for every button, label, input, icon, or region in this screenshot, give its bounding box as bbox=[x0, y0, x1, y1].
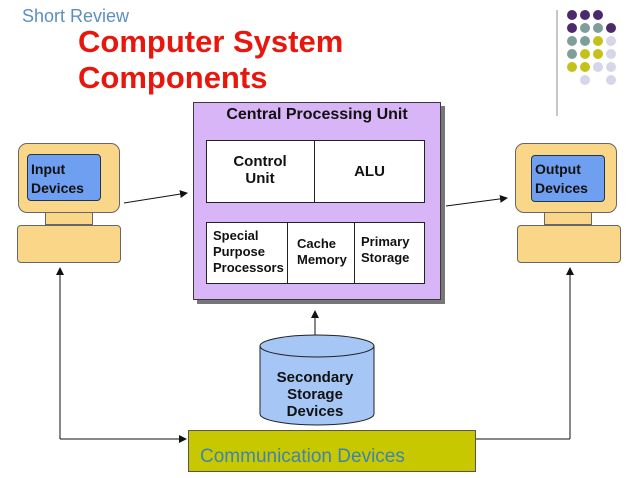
control-unit-line2: Unit bbox=[245, 170, 275, 187]
decorative-dot bbox=[593, 49, 603, 59]
decorative-dot bbox=[580, 10, 590, 20]
output-computer-base bbox=[517, 225, 621, 263]
decorative-dot bbox=[606, 62, 616, 72]
output-computer-neck bbox=[544, 212, 592, 225]
secondary-storage-label: Secondary Storage Devices bbox=[260, 369, 370, 420]
decorative-dot bbox=[593, 62, 603, 72]
decorative-dot bbox=[580, 75, 590, 85]
communication-devices-label: Communication Devices bbox=[200, 446, 405, 467]
decorative-dot bbox=[606, 49, 616, 59]
decorative-dot bbox=[567, 36, 577, 46]
input-line2: Devices bbox=[31, 180, 84, 196]
storage-line1: Secondary bbox=[276, 369, 354, 386]
primary-line2: Storage bbox=[361, 250, 410, 265]
cpu-title: Central Processing Unit bbox=[226, 106, 408, 123]
cpu-top-row bbox=[206, 140, 425, 203]
special-purpose-label: Special Purpose Processors bbox=[213, 228, 284, 276]
output-line1: Output bbox=[535, 161, 581, 177]
decorative-dot bbox=[606, 75, 616, 85]
storage-line3: Devices bbox=[286, 403, 344, 420]
communication-devices-box bbox=[188, 430, 476, 472]
input-line1: Input bbox=[31, 161, 66, 177]
cache-line2: Memory bbox=[297, 252, 347, 267]
special-line3: Processors bbox=[213, 260, 284, 275]
decorative-dot bbox=[606, 36, 616, 46]
arrow-cpu-to-output bbox=[445, 194, 508, 207]
cache-line1: Cache bbox=[297, 236, 337, 251]
cpu-top-divider bbox=[314, 140, 315, 203]
slide-title-line1: Computer System bbox=[78, 24, 344, 59]
decorative-dot bbox=[580, 62, 590, 72]
decorative-dot bbox=[580, 49, 590, 59]
decorative-dot bbox=[567, 23, 577, 33]
cpu-bottom-divider-2 bbox=[354, 222, 355, 284]
input-computer-neck bbox=[45, 212, 93, 225]
slide-title: Computer System Components bbox=[78, 24, 343, 96]
decorative-dot bbox=[567, 10, 577, 20]
decorative-dot bbox=[593, 36, 603, 46]
input-devices-label: Input Devices bbox=[31, 160, 84, 198]
decorative-dot bbox=[593, 10, 603, 20]
decorative-dot bbox=[606, 23, 616, 33]
arrow-input-to-cpu bbox=[123, 190, 188, 204]
slide-title-line2: Components bbox=[78, 60, 268, 95]
control-unit-label: Control Unit bbox=[206, 153, 314, 187]
input-computer-base bbox=[17, 225, 121, 263]
decorative-dot bbox=[567, 62, 577, 72]
secondary-storage-cylinder bbox=[259, 334, 375, 426]
output-line2: Devices bbox=[535, 180, 588, 196]
cache-memory-label: Cache Memory bbox=[297, 236, 347, 268]
output-computer-screen bbox=[531, 155, 605, 202]
special-line1: Special bbox=[213, 228, 259, 243]
decorative-dot bbox=[593, 23, 603, 33]
storage-line2: Storage bbox=[287, 386, 343, 403]
alu-label: ALU bbox=[354, 163, 385, 180]
control-unit-line1: Control bbox=[233, 153, 287, 170]
decorative-dot bbox=[580, 23, 590, 33]
cpu-bottom-divider-1 bbox=[287, 222, 288, 284]
input-computer-screen bbox=[27, 154, 101, 201]
decorative-dot bbox=[567, 49, 577, 59]
slide-subtitle: Short Review bbox=[22, 6, 130, 26]
primary-line1: Primary bbox=[361, 234, 410, 249]
decorative-vertical-line bbox=[556, 10, 558, 116]
cpu-bottom-row bbox=[206, 222, 425, 284]
decorative-dot bbox=[580, 36, 590, 46]
special-line2: Purpose bbox=[213, 244, 266, 259]
output-devices-label: Output Devices bbox=[535, 160, 588, 198]
primary-storage-label: Primary Storage bbox=[361, 234, 409, 266]
